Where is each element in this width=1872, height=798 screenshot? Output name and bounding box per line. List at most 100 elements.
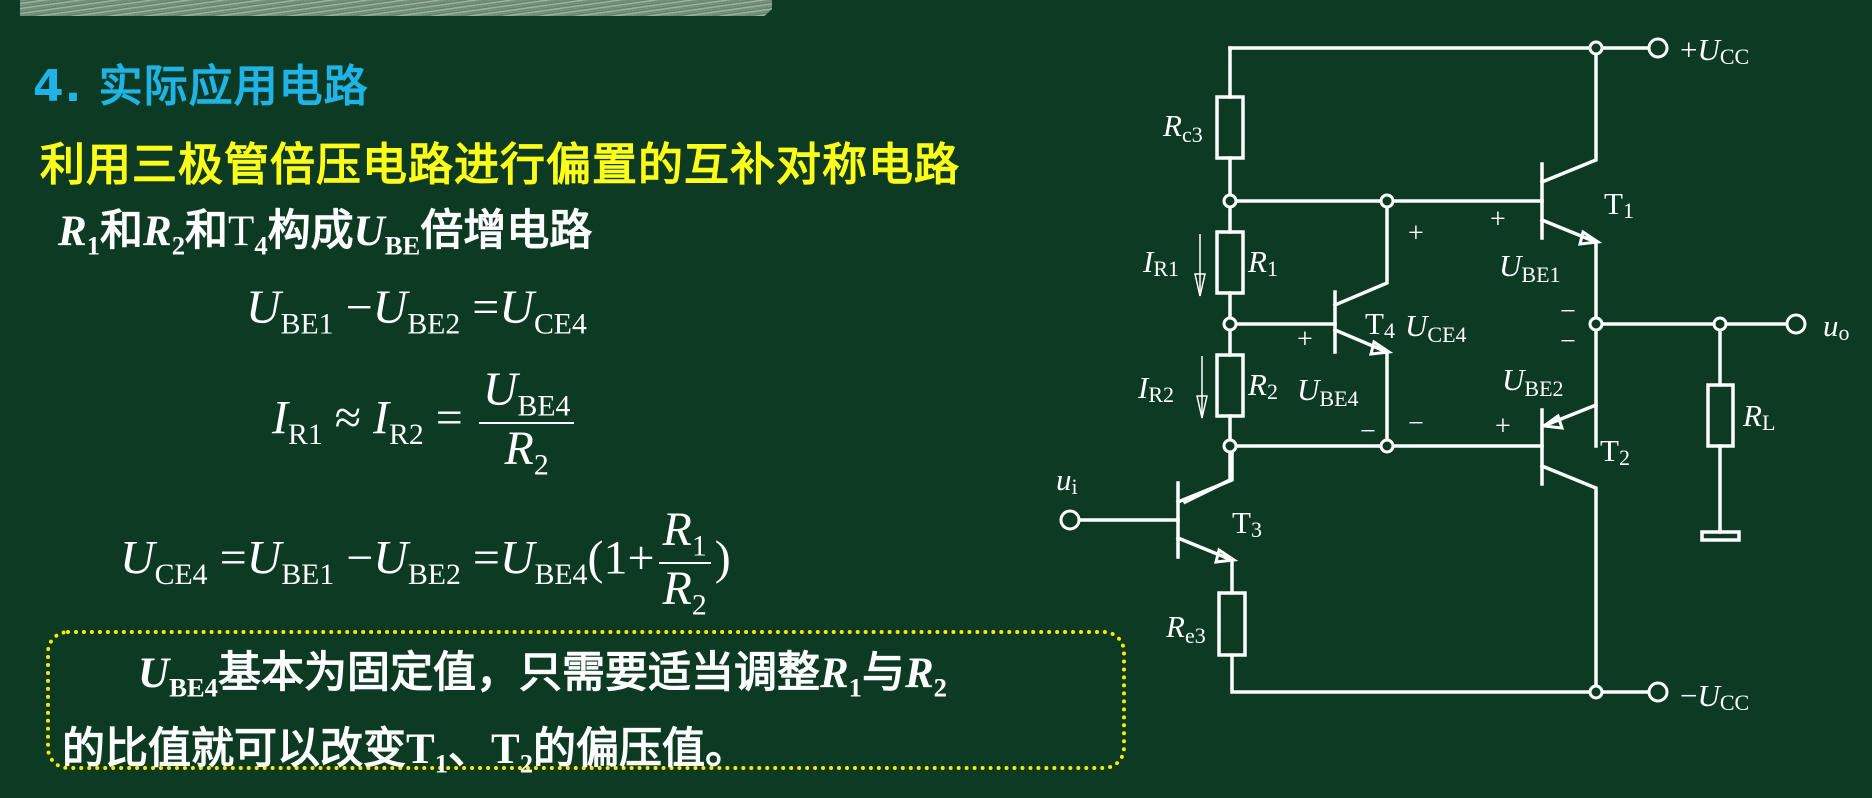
polarity-plus: + <box>1490 204 1506 235</box>
junction-node <box>1588 316 1604 332</box>
symbol-r2-sub: 2 <box>171 230 186 261</box>
eq-sub: BE4 <box>534 558 588 592</box>
label-t1: T1 <box>1604 186 1634 223</box>
label-t2: T2 <box>1600 433 1630 470</box>
t4-emitter-arrow <box>1369 339 1394 356</box>
symbol-r2-sub: 2 <box>933 672 947 703</box>
symbol-r1: R <box>819 650 849 697</box>
symbol-t1: T <box>406 726 435 774</box>
output-terminal <box>1785 313 1807 335</box>
eq-symbol: R <box>504 421 534 475</box>
polarity-minus: − <box>1408 408 1424 439</box>
note-box <box>46 630 1126 770</box>
rc3-resistor <box>1215 95 1245 160</box>
eq-sub: BE1 <box>281 558 335 592</box>
r2-resistor <box>1215 353 1245 418</box>
label-r1: R1 <box>1247 244 1278 281</box>
label-uo: uo <box>1823 308 1850 345</box>
label-ir1: IR1 <box>1142 244 1179 281</box>
note-text-3: 的偏压值。 <box>533 724 749 775</box>
polarity-plus: + <box>1495 411 1511 442</box>
slide-subtitle: 利用三极管倍压电路进行偏置的互补对称电路 <box>40 138 961 191</box>
label-vcc-neg: −UCC <box>1680 678 1749 715</box>
eq-sub: 2 <box>533 448 549 482</box>
t2-emitter-arrow <box>1539 413 1565 430</box>
eq-sub: BE2 <box>407 558 461 592</box>
label-ui: ui <box>1056 462 1078 499</box>
label-rl: RL <box>1742 398 1775 435</box>
equation-2: IR1 ≈ IR2 = UBE4 R2 <box>272 363 578 482</box>
symbol-r1-sub: 1 <box>848 672 862 703</box>
eq-sub: BE1 <box>280 307 334 341</box>
eq-sub: 2 <box>691 588 707 622</box>
note-with: 与 <box>861 648 905 698</box>
input-terminal <box>1059 509 1081 531</box>
note-text-2: 的比值就可以改变 <box>62 724 406 775</box>
eq-sub: CE4 <box>533 307 587 341</box>
eq-sub: BE4 <box>517 389 571 423</box>
label-ube2: UBE2 <box>1502 362 1564 401</box>
eq-sub: R1 <box>287 418 323 452</box>
eq-paren: ) <box>714 531 731 585</box>
label-rc3: Rc3 <box>1162 108 1203 147</box>
eq-sub: 1 <box>691 529 707 563</box>
equation-1: UBE1 −UBE2 =UCE4 <box>246 280 587 341</box>
polarity-minus: − <box>1560 296 1576 327</box>
rl-resistor <box>1706 383 1735 448</box>
eq-symbol: R <box>662 503 692 556</box>
junction-node <box>1222 316 1238 332</box>
symbol-t2-sub: 2 <box>519 748 534 779</box>
junction-node <box>1588 684 1604 700</box>
label-ube1: UBE1 <box>1499 248 1561 287</box>
eq-operator: − <box>346 531 374 585</box>
section-number: 4. <box>33 61 83 112</box>
junction-node <box>1379 193 1395 209</box>
eq-symbol: U <box>373 531 408 585</box>
junction-node <box>1379 438 1395 454</box>
symbol-r2: R <box>143 208 172 255</box>
polarity-plus: + <box>1297 324 1313 355</box>
junction-node <box>1588 40 1604 56</box>
eq-operator: − <box>345 281 373 334</box>
label-r2: R2 <box>1247 367 1278 404</box>
r1-resistor <box>1215 230 1245 295</box>
polarity-plus: + <box>1408 218 1424 249</box>
symbol-r2: R <box>904 650 934 697</box>
eq-paren: (1+ <box>587 531 655 585</box>
text-multiplier-circuit: 倍增电路 <box>420 206 593 256</box>
ground-symbol <box>1700 530 1741 542</box>
junction-node <box>1222 438 1238 454</box>
section-title-text: 实际应用电路 <box>98 61 369 112</box>
eq-symbol: U <box>246 531 282 585</box>
eq-operator: = <box>435 391 463 445</box>
symbol-r1-sub: 1 <box>86 230 101 261</box>
symbol-u: U <box>138 650 170 697</box>
polarity-minus: − <box>1560 326 1576 357</box>
eq-fraction: UBE4 R2 <box>478 363 575 482</box>
polarity-minus: − <box>1360 416 1376 447</box>
symbol-u-sub: BE4 <box>169 672 218 703</box>
equation-3: UCE4 =UBE1 −UBE2 =UBE4(1+ R1 R2 ) <box>120 503 731 622</box>
text-and: 和 <box>100 206 144 256</box>
symbol-r1: R <box>58 208 87 255</box>
text-and: 和 <box>185 206 229 256</box>
eq-symbol: I <box>373 391 390 445</box>
eq-symbol: U <box>482 363 518 416</box>
symbol-t1-sub: 1 <box>434 748 449 779</box>
section-title: 4. 实际应用电路 <box>33 50 369 114</box>
eq-symbol: U <box>372 281 408 334</box>
eq-operator: = <box>472 281 500 334</box>
eq-symbol: U <box>120 531 155 585</box>
eq-symbol: I <box>272 391 288 445</box>
text-forms: 构成 <box>267 206 354 256</box>
eq-operator: = <box>472 531 500 585</box>
note-text: UBE4基本为固定值，只需要适当调整R1与R2 的比值就可以改变T1、T2的偏压… <box>62 642 1132 795</box>
eq-symbol: U <box>246 281 281 334</box>
eq-symbol: U <box>499 531 535 585</box>
symbol-t4: T <box>228 208 255 255</box>
t3-emitter-arrow <box>1214 547 1239 564</box>
symbol-t2: T <box>491 726 520 774</box>
label-ube4: UBE4 <box>1297 372 1359 411</box>
eq-operator: = <box>219 531 247 585</box>
eq-fraction: R1 R2 <box>658 503 711 622</box>
